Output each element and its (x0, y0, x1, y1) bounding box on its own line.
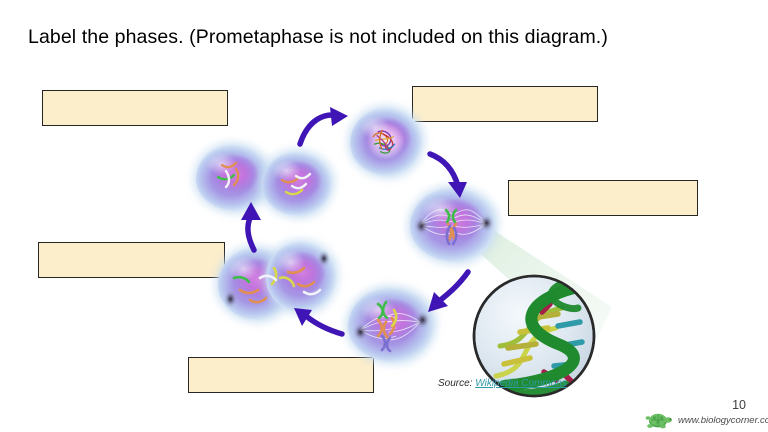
answer-box-top-left[interactable] (42, 90, 228, 126)
chromosomes-telophase (232, 266, 322, 304)
wikipedia-commons-link[interactable]: Wikipedia Commons (475, 378, 567, 389)
cell-metaphase (407, 185, 499, 265)
chromosomes-anaphase (376, 300, 398, 353)
page-title: Label the phases. (Prometaphase is not i… (28, 26, 608, 48)
centrosome-right (413, 308, 433, 331)
cell-interphase (347, 105, 425, 179)
arrow-to-anaphase (428, 269, 471, 312)
logo-url-text: www.biologycorner.com (678, 414, 768, 426)
centrosome-left (351, 320, 371, 343)
source-caption: Source: Wikipedia Commons (438, 378, 567, 389)
arrow-to-interphase (297, 107, 348, 147)
chromosomes-metaphase (444, 208, 458, 246)
chromosomes-daughter-left (216, 161, 240, 189)
cell-daughter-left (193, 143, 273, 213)
arrow-to-metaphase (427, 151, 467, 198)
cell-anaphase (345, 285, 437, 365)
cell-telophase (215, 239, 339, 326)
arrow-to-telophase (294, 308, 345, 337)
arrow-to-daughters (241, 202, 261, 253)
centrosome-right (477, 211, 496, 234)
answer-box-right[interactable] (508, 180, 698, 216)
telophase-lobe-right (263, 239, 339, 315)
page-number: 10 (732, 398, 746, 412)
source-label: Source: (438, 378, 476, 389)
centrosome-left (411, 214, 431, 237)
answer-box-top-right[interactable] (412, 86, 598, 122)
answer-box-bottom[interactable] (188, 357, 374, 393)
centrosome-left (222, 288, 239, 310)
biologycorner-logo[interactable]: www.biologycorner.com (644, 410, 768, 430)
cell-highlight (271, 159, 302, 182)
nucleus-chromatin (367, 122, 405, 160)
cell-highlight (275, 250, 306, 275)
dna-magnifier (472, 274, 596, 398)
turtle-icon (645, 413, 672, 429)
centrosome-right (316, 247, 332, 269)
dna-double-helix (488, 278, 585, 396)
chromosomes-daughter-right (280, 172, 312, 196)
answer-box-left-lower[interactable] (38, 242, 225, 278)
cell-daughter-right (259, 150, 335, 218)
